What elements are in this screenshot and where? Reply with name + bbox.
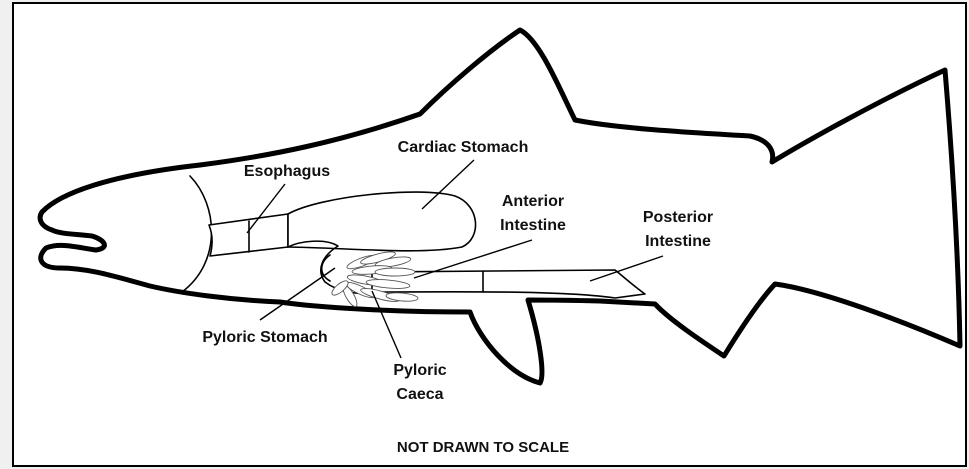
footer-scale-note: NOT DRAWN TO SCALE [397,439,569,456]
operculum-line [182,176,212,292]
cardiac-stomach-organ [288,192,476,251]
label-anterior-intestine-line1: Anterior [502,193,564,210]
label-cardiac-stomach: Cardiac Stomach [398,139,529,156]
label-pyloric-stomach: Pyloric Stomach [202,329,327,346]
label-posterior-intestine-line1: Posterior [643,209,713,226]
label-esophagus: Esophagus [244,163,330,180]
label-posterior-intestine-line2: Intestine [645,233,711,250]
posterior-intestine-leader [590,256,663,281]
label-pyloric-caeca-line2: Caeca [396,386,443,403]
label-anterior-intestine-line2: Intestine [500,217,566,234]
fish-body-outline [40,30,960,383]
label-pyloric-caeca-line1: Pyloric [393,362,446,379]
pyloric-stomach-leader [260,268,335,320]
